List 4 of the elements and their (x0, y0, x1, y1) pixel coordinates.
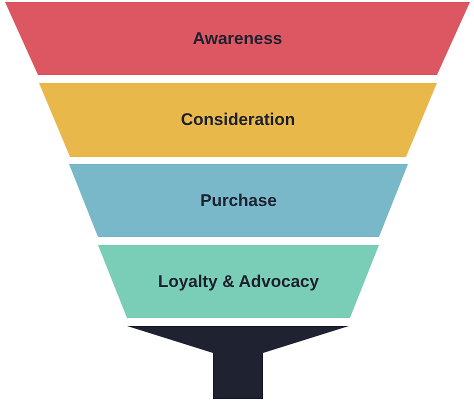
stage-label: Awareness (192, 28, 282, 48)
stage-label: Loyalty & Advocacy (158, 272, 319, 292)
stage-label: Consideration (180, 110, 296, 130)
stage-label: Purchase (200, 190, 277, 210)
